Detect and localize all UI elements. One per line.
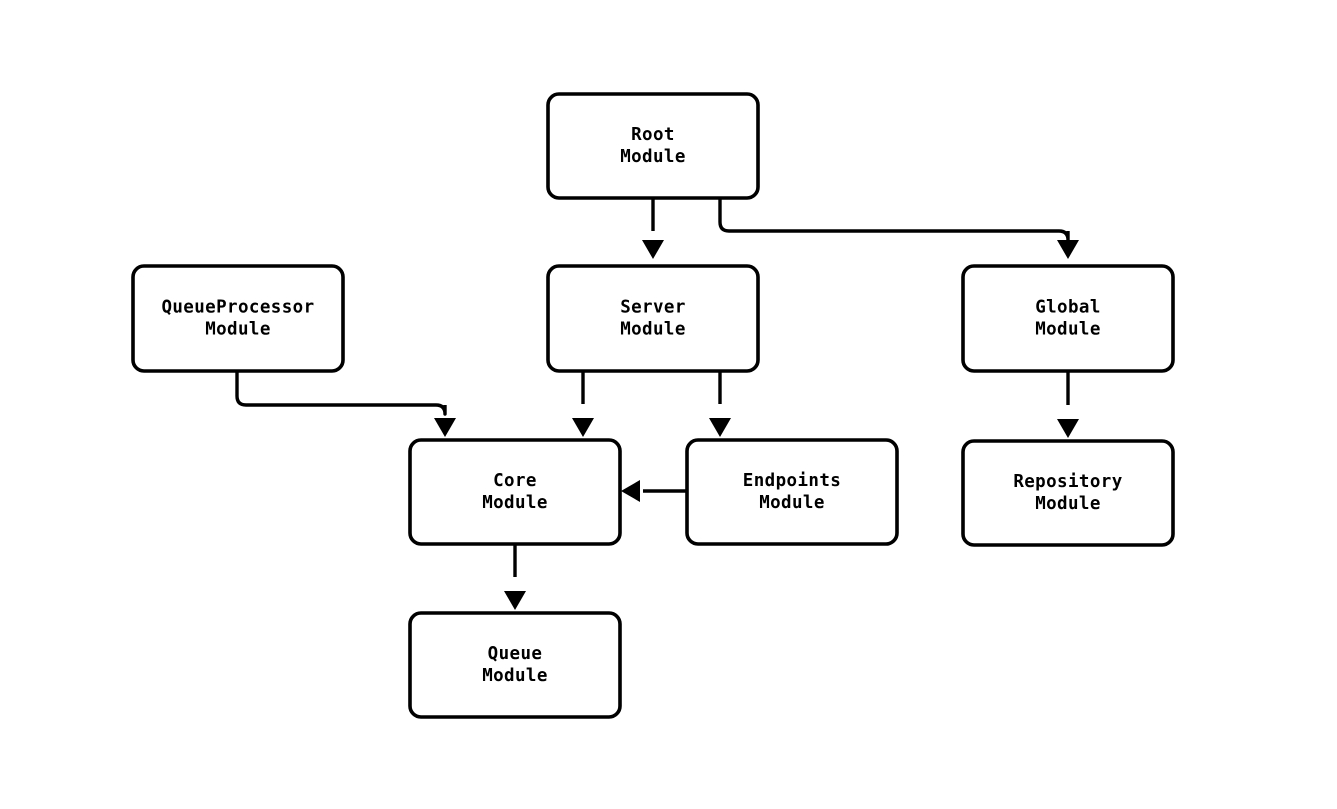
node-box-endpoints[interactable] [685,438,899,546]
node-label-repository-line2: Module [1035,494,1101,514]
node-box-root[interactable] [546,92,760,200]
nodes-layer: RootModuleQueueProcessorModuleServerModu… [131,92,1175,719]
node-label-queueprocessor-line2: Module [205,320,271,340]
node-label-repository-line1: Repository [1013,472,1122,492]
node-label-server-line2: Module [620,320,686,340]
node-label-core-line2: Module [482,493,548,513]
arrowhead-arrow-root-to-server [642,240,664,259]
node-box-core[interactable] [408,438,622,546]
node-box-global[interactable] [961,264,1175,373]
arrowhead-arrow-server-to-core [572,418,594,437]
arrowhead-arrow-server-to-endpoints [709,418,731,437]
node-label-global-line2: Module [1035,320,1101,340]
node-label-root-line1: Root [631,125,675,145]
node-label-queue-line2: Module [482,666,548,686]
node-label-root-line2: Module [620,147,686,167]
node-box-server[interactable] [546,264,760,373]
node-label-endpoints-line2: Module [759,493,825,513]
arrowhead-arrow-endpoints-to-core [621,480,640,502]
arrowhead-arrow-global-to-repository [1057,419,1079,438]
arrowhead-arrow-root-to-global [1057,240,1079,259]
node-box-repository[interactable] [961,439,1175,547]
node-label-core-line1: Core [493,471,537,491]
edges-layer [235,198,1070,577]
edge-root-to-global [718,198,1070,242]
node-box-queue[interactable] [408,611,622,719]
edge-queueprocessor-to-core [235,371,447,416]
node-label-server-line1: Server [620,298,686,318]
arrowhead-arrow-queueprocessor-to-core [434,418,456,437]
node-label-endpoints-line1: Endpoints [743,471,841,491]
node-label-queue-line1: Queue [488,644,543,664]
node-label-global-line1: Global [1035,298,1101,318]
arrowhead-arrow-core-to-queue [504,591,526,610]
node-box-queueprocessor[interactable] [131,264,345,373]
node-label-queueprocessor-line1: QueueProcessor [161,298,314,318]
arrowheads-layer [434,240,1079,610]
